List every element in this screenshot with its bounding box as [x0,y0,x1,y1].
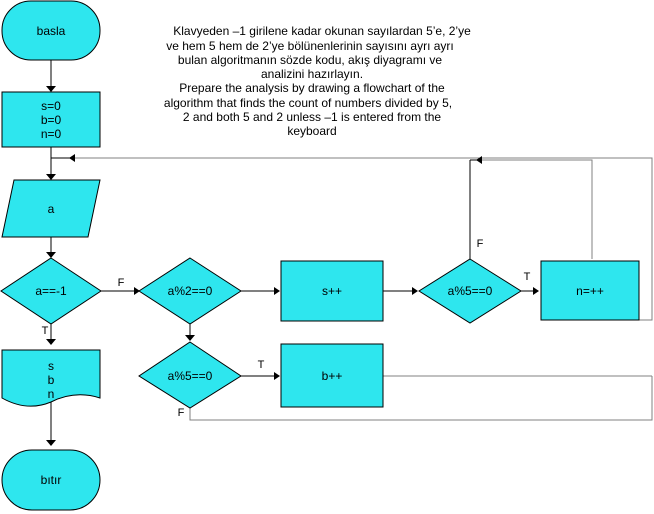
end-label: bıtır [41,473,62,487]
description-line: algorithm that finds the count of number… [164,96,452,110]
output-line: n [48,387,55,401]
description-line: ve hem 5 hem de 2’ye bölünenlerinin sayı… [166,39,453,53]
arrowheads [46,86,539,446]
decision-check-end: a==-1 [0,257,102,325]
decision-label: a%2==0 [168,284,213,298]
description-line: keyboard [287,124,336,138]
edge-label-false: F [178,407,185,419]
input-parallelogram: a [1,179,101,238]
edge-label-false: F [118,277,125,289]
edge-label-true: T [524,271,531,283]
description-line: Klavyeden –1 girilene kadar okunan sayıl… [173,24,471,38]
process-label: s++ [322,284,342,298]
output-line: b [48,373,55,387]
init-line: s=0 [41,99,61,113]
init-line: b=0 [41,113,62,127]
description-line: bulan algoritmanın sözde kodu, akış diya… [178,53,442,67]
process-inc-s: s++ [280,260,384,322]
decision-label: a%5==0 [168,369,213,383]
problem-description: Klavyeden –1 girilene kadar okunan sayıl… [164,24,471,138]
decision-mod5-b: a%5==0 [138,341,242,409]
description-line: analizini hazırlayın. [261,67,363,81]
decision-mod2: a%2==0 [138,257,242,325]
output-document: s b n [1,349,101,407]
init-process: s=0 b=0 n=0 [1,91,101,148]
start-label: basla [37,24,66,38]
edge-label-true: T [258,359,265,371]
input-label: a [48,202,55,216]
edge-labels: F T T F T F [42,238,531,419]
process-inc-n: n=++ [540,260,640,321]
init-line: n=0 [41,127,62,141]
process-inc-b: b++ [280,343,384,408]
process-label: b++ [322,369,343,383]
description-line: 2 and both 5 and 2 unless –1 is entered … [183,110,442,124]
decision-label: a%5==0 [448,284,493,298]
process-label: n=++ [576,284,604,298]
description-line: Prepare the analysis by drawing a flowch… [179,81,445,95]
edge-label-false: F [477,238,484,250]
decision-mod5-a: a%5==0 [418,258,522,324]
start-terminal: basla [1,0,101,61]
output-line: s [48,359,54,373]
end-terminal: bıtır [1,449,101,511]
decision-label: a==-1 [35,284,67,298]
edge-label-true: T [42,325,49,337]
